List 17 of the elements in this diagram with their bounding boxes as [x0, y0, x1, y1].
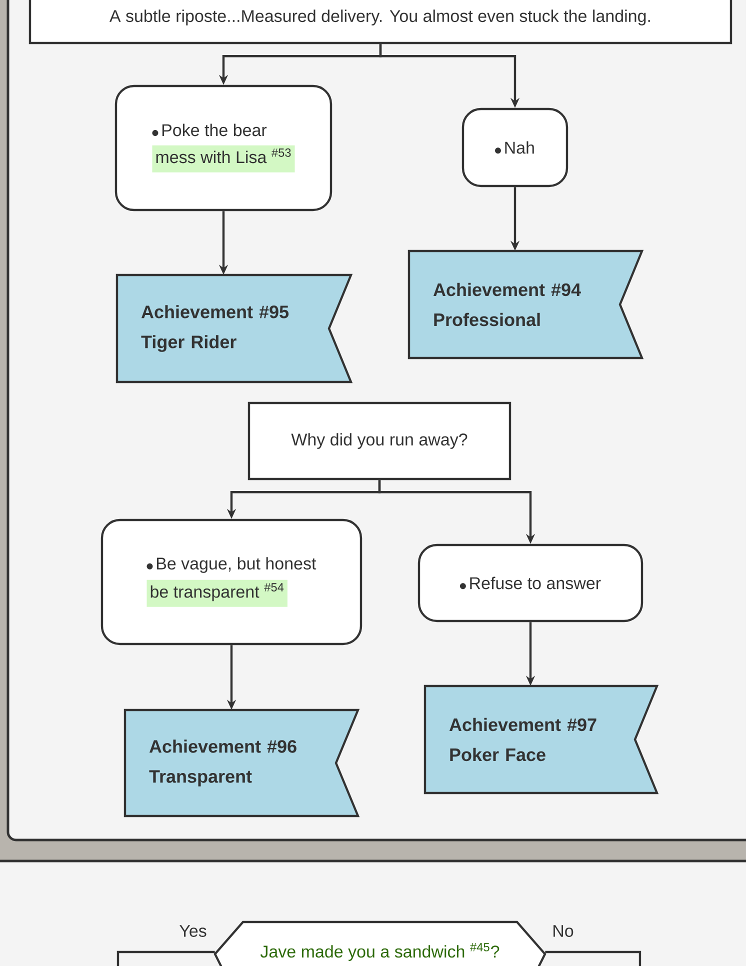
achievement-flag: Achievement #97 Poker Face — [424, 684, 659, 794]
text-box: A subtle riposte...Measured delivery. You almost even stuck the landing. — [28, 0, 732, 44]
highlight: be transparent $^{#54}$ — [146, 580, 288, 607]
option-box: Nah — [462, 108, 568, 188]
achievement-flag: Achievement #94 Professional — [408, 250, 644, 360]
achievement-flag: Achievement #96 Transparent — [124, 708, 360, 818]
text-box: Why did you run away? — [248, 402, 512, 480]
option-box: Poke the bear mess with Lisa $^{#53}$ — [114, 84, 332, 212]
connector — [545, 950, 642, 966]
edge-label: Yes — [180, 925, 206, 937]
highlight: mess with Lisa $^{#53}$ — [152, 145, 295, 172]
edge-label: No — [554, 925, 574, 937]
option-box: Be vague, but honest be transparent $^{#54}$ — [100, 518, 362, 646]
achievement-flag: Achievement #95 Tiger Rider — [116, 274, 353, 384]
connector — [116, 950, 215, 966]
question-hexagon: Jave made you a sandwich $^{#45}$? — [214, 920, 546, 966]
option-box: Refuse to answer — [418, 544, 644, 622]
